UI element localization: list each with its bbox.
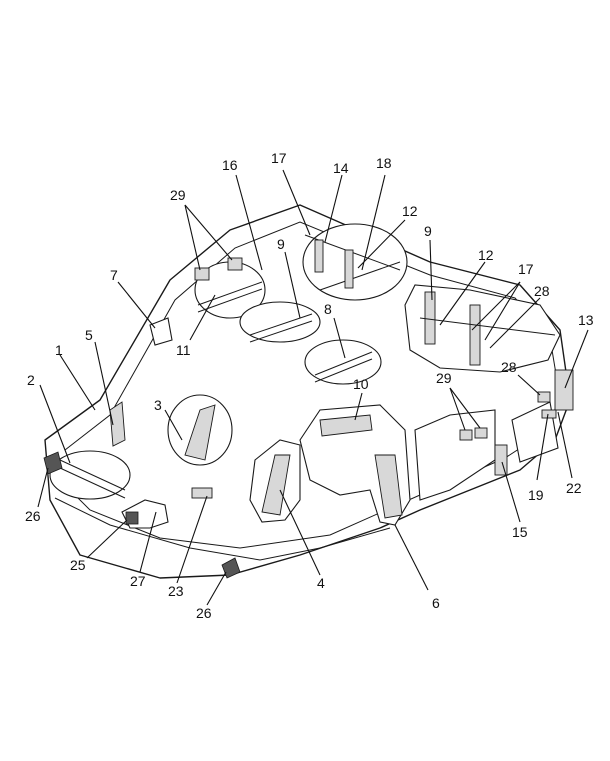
callout-11: 11 (176, 342, 191, 358)
callout-18: 18 (376, 155, 392, 171)
callout-26-bottom: 26 (196, 605, 212, 621)
detail-bubble-rail-8 (304, 339, 382, 385)
part-19 (541, 409, 557, 419)
callout-17-right: 17 (518, 261, 534, 277)
detail-bubble-rear-bows (404, 284, 561, 373)
rear-bow-post (424, 291, 436, 345)
callout-28-top: 28 (534, 283, 550, 299)
callout-10: 10 (353, 376, 369, 392)
clip-26a (43, 451, 63, 475)
callout-9-left: 9 (277, 236, 285, 252)
header-rail (59, 467, 126, 499)
rail-part (249, 313, 313, 336)
callout-27: 27 (130, 573, 146, 589)
callout-14: 14 (333, 160, 349, 176)
callout-25: 25 (70, 557, 86, 573)
rear-bow-post (469, 304, 481, 366)
detail-bubble-roof-bows (302, 223, 408, 301)
sun-visor-rod (197, 288, 263, 313)
callout-8: 8 (324, 301, 332, 317)
sun-visor-rod (197, 281, 263, 306)
pillar-trim (261, 454, 291, 516)
callout-1: 1 (55, 342, 63, 358)
part-5 (109, 401, 126, 447)
callout-28-right: 28 (501, 359, 517, 375)
callout-6: 6 (432, 595, 440, 611)
headliner-inner-edge (59, 221, 561, 549)
console-23 (191, 487, 213, 499)
bow-post (344, 249, 354, 289)
roof-bow (319, 261, 401, 291)
callout-16: 16 (222, 157, 238, 173)
callout-29-left: 29 (170, 187, 186, 203)
part-7 (149, 317, 173, 346)
clip-part (194, 267, 210, 281)
callout-17-left: 17 (271, 150, 287, 166)
callout-13: 13 (578, 312, 594, 328)
callout-4: 4 (317, 575, 325, 591)
callout-12-right: 12 (478, 247, 494, 263)
pillar-trim (374, 454, 403, 519)
callout-7: 7 (110, 267, 118, 283)
clip-29 (459, 429, 473, 441)
rail-part (314, 351, 373, 376)
pillar-trim (184, 404, 216, 461)
callout-15: 15 (512, 524, 528, 540)
callout-26-left: 26 (25, 508, 41, 524)
bow-post (314, 239, 324, 273)
callout-2: 2 (27, 372, 35, 388)
callout-22: 22 (566, 480, 582, 496)
callout-9-right: 9 (424, 223, 432, 239)
part-28-right (537, 391, 551, 403)
detail-front-header (49, 450, 131, 500)
callout-23: 23 (168, 583, 184, 599)
header-rail (59, 459, 126, 491)
callout-labels: 1 2 3 4 5 6 7 8 9 9 10 11 12 12 13 14 15… (25, 150, 594, 621)
callout-3: 3 (154, 397, 162, 413)
rail-part (249, 320, 313, 343)
lamp-body (125, 511, 139, 525)
pillar-trim (319, 414, 373, 437)
pillar-15 (494, 444, 508, 476)
callout-19: 19 (528, 487, 544, 503)
callout-5: 5 (85, 327, 93, 343)
callout-12-left: 12 (402, 203, 418, 219)
clip-29 (474, 427, 488, 439)
front-lip (54, 497, 391, 561)
rail-part (314, 358, 373, 383)
callout-29-right: 29 (436, 370, 452, 386)
leader-lines (37, 169, 589, 606)
clip-part (227, 257, 243, 271)
